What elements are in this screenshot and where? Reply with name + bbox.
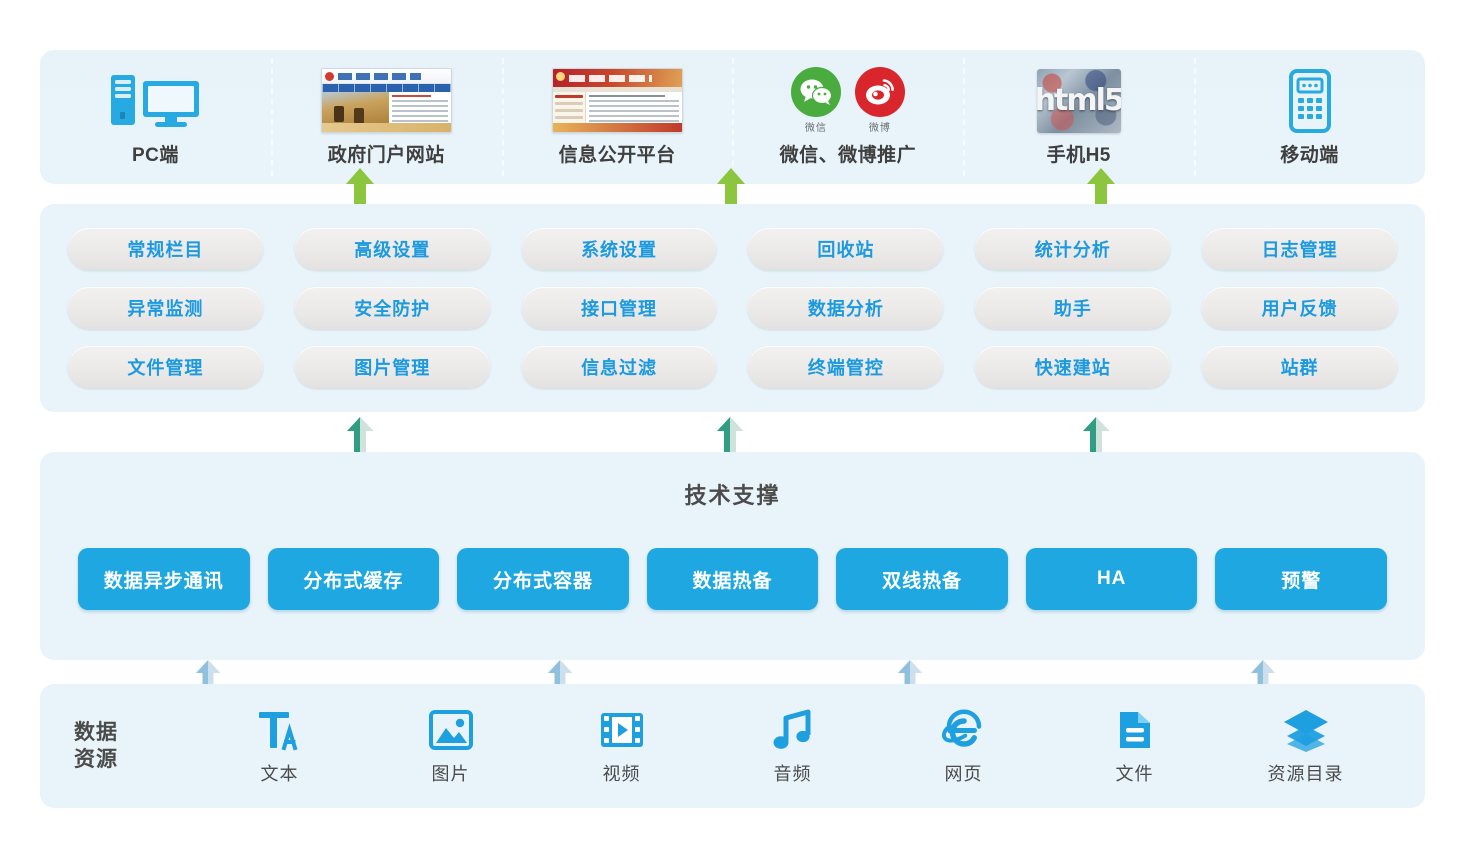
tech-button[interactable]: 数据热备 — [646, 548, 819, 610]
function-pill[interactable]: 助手 — [975, 286, 1171, 329]
function-pill[interactable]: 站群 — [1202, 345, 1397, 388]
function-pill[interactable]: 数据分析 — [748, 286, 944, 329]
resource-label: 网页 — [944, 763, 983, 784]
teal-up-arrow — [716, 417, 744, 453]
tech-button[interactable]: 数据异步通讯 — [78, 548, 250, 610]
social-name: 微博 — [868, 123, 891, 134]
tech-support-title: 技术支撑 — [684, 483, 781, 508]
channel-pc[interactable]: PC端 — [40, 50, 271, 184]
tech-button[interactable]: HA — [1025, 548, 1198, 610]
social-name: 微信 — [804, 123, 827, 134]
teal-up-arrow — [1082, 417, 1110, 453]
function-pill[interactable]: 信息过滤 — [521, 345, 717, 388]
function-pill[interactable]: 统计分析 — [975, 228, 1171, 271]
data-resources-items: 文本 图片 — [194, 707, 1391, 786]
resource-label: 资源目录 — [1267, 763, 1344, 784]
text-icon — [257, 707, 303, 753]
channel-label: 微信、微博推广 — [779, 144, 917, 166]
mobile-phone-icon — [1285, 68, 1335, 134]
wechat-icon — [790, 67, 841, 117]
green-up-arrow — [1086, 168, 1116, 208]
resource-label: 文件 — [1115, 763, 1154, 784]
channel-information-disclosure[interactable]: 信息公开平台 — [501, 50, 733, 184]
tech-support-buttons: 数据异步通讯 分布式缓存 分布式容器 数据热备 双线热备 HA 预警 — [78, 548, 1388, 610]
resource-item-catalog[interactable]: 资源目录 — [1231, 707, 1381, 786]
resource-item-image[interactable]: 图片 — [376, 707, 526, 786]
green-up-arrow — [345, 168, 375, 208]
function-pill[interactable]: 回收站 — [748, 228, 944, 271]
resource-label: 图片 — [431, 763, 470, 784]
image-icon — [428, 707, 473, 753]
tech-button[interactable]: 分布式容器 — [457, 548, 629, 610]
resource-item-file[interactable]: 文件 — [1060, 707, 1210, 786]
channel-government-portal[interactable]: 政府门户网站 — [270, 50, 502, 184]
desktop-computer-icon — [107, 68, 203, 134]
channel-label: 手机H5 — [1046, 144, 1111, 166]
resource-item-audio[interactable]: 音频 — [718, 707, 868, 786]
channel-mobile-h5[interactable]: html5 手机H5 — [963, 50, 1194, 184]
html5-thumbnail: html5 — [1036, 68, 1121, 134]
data-resources-title-line2: 资源 — [74, 748, 118, 771]
resource-label: 视频 — [602, 763, 641, 784]
green-up-arrow — [716, 168, 746, 208]
channel-mobile[interactable]: 移动端 — [1194, 50, 1425, 184]
government-portal-thumbnail — [320, 68, 452, 134]
layers-icon — [1281, 707, 1331, 753]
tech-button[interactable]: 分布式缓存 — [267, 548, 440, 610]
video-icon — [599, 707, 645, 753]
resource-label: 音频 — [773, 763, 812, 784]
information-disclosure-thumbnail — [551, 68, 683, 134]
function-pill[interactable]: 常规栏目 — [68, 228, 263, 271]
weibo-badge: 微博 — [854, 67, 905, 134]
function-pill[interactable]: 快速建站 — [975, 345, 1171, 388]
function-pill[interactable]: 日志管理 — [1202, 228, 1397, 271]
tech-button[interactable]: 双线热备 — [836, 548, 1008, 610]
social-media-icons: 微信 微博 — [790, 67, 905, 134]
channels-panel: PC端 政府门户网站 — [40, 50, 1425, 184]
channel-label: PC端 — [131, 144, 179, 166]
function-pill[interactable]: 文件管理 — [68, 345, 263, 388]
function-pill[interactable]: 图片管理 — [294, 345, 490, 388]
function-pill[interactable]: 终端管控 — [748, 345, 944, 388]
function-pill[interactable]: 接口管理 — [521, 286, 717, 329]
resource-label: 文本 — [260, 763, 299, 784]
resource-item-video[interactable]: 视频 — [547, 707, 697, 786]
tech-support-panel: 技术支撑 数据异步通讯 分布式缓存 分布式容器 数据热备 双线热备 HA 预警 — [40, 452, 1425, 660]
function-pill[interactable]: 高级设置 — [294, 228, 490, 271]
html5-thumbnail-text: html5 — [1036, 82, 1121, 118]
data-resources-panel: 数据 资源 文本 — [40, 684, 1425, 808]
data-resources-title-line1: 数据 — [74, 720, 118, 744]
channel-label: 移动端 — [1280, 144, 1339, 166]
function-pill[interactable]: 用户反馈 — [1202, 286, 1397, 329]
channel-label: 信息公开平台 — [558, 144, 676, 166]
tech-button[interactable]: 预警 — [1215, 548, 1388, 610]
functions-panel: 常规栏目 高级设置 系统设置 回收站 统计分析 日志管理 异常监测 安全防护 接… — [40, 204, 1425, 412]
resource-item-webpage[interactable]: 网页 — [889, 707, 1039, 786]
function-pill[interactable]: 系统设置 — [521, 228, 717, 271]
channel-label: 政府门户网站 — [327, 144, 445, 166]
function-pill[interactable]: 安全防护 — [294, 286, 490, 329]
data-resources-title: 数据 资源 — [74, 719, 194, 774]
weibo-icon — [854, 67, 905, 117]
channel-social-promotion[interactable]: 微信 微博 — [732, 50, 963, 184]
function-pill[interactable]: 异常监测 — [68, 286, 263, 329]
teal-up-arrow — [346, 417, 374, 453]
webpage-icon — [941, 707, 987, 753]
wechat-badge: 微信 — [790, 67, 841, 134]
resource-item-text[interactable]: 文本 — [205, 707, 355, 786]
file-icon — [1116, 707, 1154, 753]
audio-icon — [772, 707, 814, 753]
